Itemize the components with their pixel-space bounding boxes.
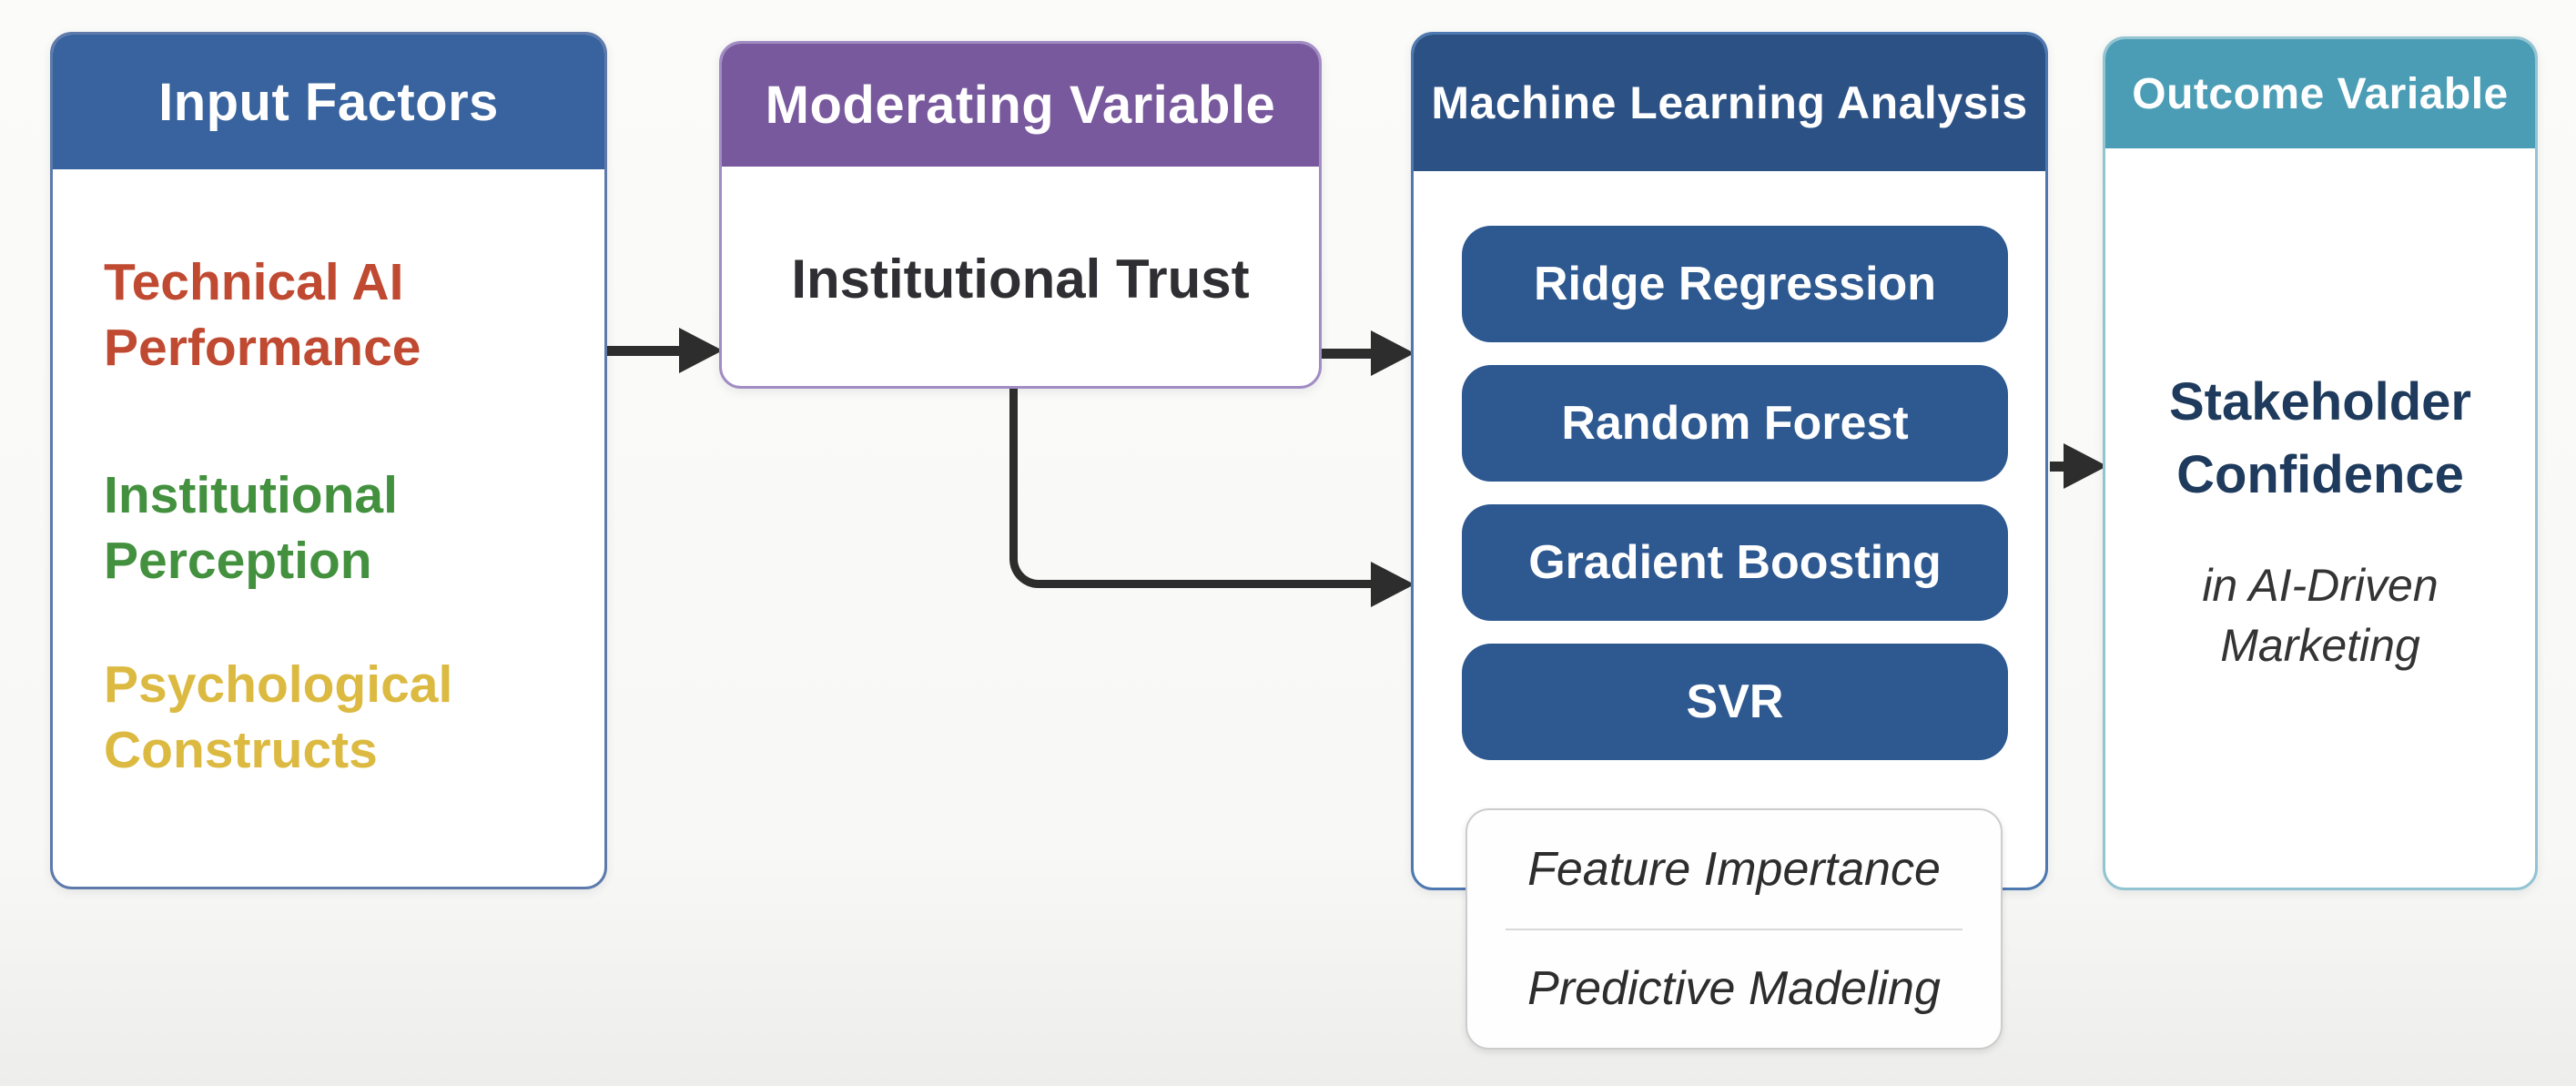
input-item-line: Technical AI — [104, 253, 404, 311]
outcome-body: Stakeholder Confidence in AI-Driven Mark… — [2105, 148, 2535, 888]
input-factors-header: Input Factors — [53, 35, 604, 169]
machine-learning-analysis-card: Machine Learning Analysis Ridge Regressi… — [1411, 32, 2048, 890]
input-item-line: Performance — [104, 319, 421, 377]
model-pill-svr: SVR — [1462, 644, 2008, 760]
model-pill-random-forest: Random Forest — [1462, 365, 2008, 482]
arrow-moderator-to-ml-head — [1371, 330, 1415, 376]
outcome-subtitle-line: Marketing — [2220, 620, 2420, 671]
ai-driven-marketing-subtitle: in AI-Driven Marketing — [2202, 555, 2438, 675]
institutional-trust-label: Institutional Trust — [791, 249, 1250, 310]
outcome-value-line: Confidence — [2176, 445, 2464, 504]
ml-output-feature-importance: Feature Impertance — [1527, 842, 1941, 896]
input-item-psychological-constructs: Psychological Constructs — [104, 652, 541, 783]
model-pill-ridge-regression: Ridge Regression — [1462, 226, 2008, 342]
arrow-input-to-moderator-head — [679, 328, 723, 373]
outcome-value-line: Stakeholder — [2169, 372, 2471, 431]
input-item-line: Perception — [104, 532, 372, 590]
arrow-input-to-moderator-line — [607, 346, 682, 356]
input-item-line: Constructs — [104, 721, 378, 779]
ml-output-predictive-modeling: Predictive Madeling — [1527, 962, 1941, 1016]
arrow-moderator-elbow-connector — [1009, 389, 1378, 588]
input-item-line: Institutional — [104, 466, 398, 524]
input-item-line: Psychological — [104, 655, 453, 714]
stakeholder-confidence-label: Stakeholder Confidence — [2169, 366, 2471, 512]
model-pill-gradient-boosting: Gradient Boosting — [1462, 504, 2008, 621]
machine-learning-analysis-header: Machine Learning Analysis — [1414, 35, 2045, 171]
input-factors-card: Input Factors Technical AI Performance I… — [50, 32, 607, 889]
arrow-ml-to-outcome-line — [2050, 462, 2066, 472]
outcome-subtitle-line: in AI-Driven — [2202, 560, 2439, 611]
moderating-variable-header: Moderating Variable — [722, 44, 1319, 167]
ml-outputs-card: Feature Impertance Predictive Madeling — [1465, 808, 2003, 1050]
input-item-institutional-perception: Institutional Perception — [104, 462, 541, 594]
ml-outputs-divider — [1506, 928, 1962, 930]
moderating-variable-card: Moderating Variable Institutional Trust — [719, 41, 1322, 389]
arrow-moderator-to-ml-line — [1322, 349, 1373, 359]
arrow-moderator-elbow-head — [1371, 562, 1415, 607]
outcome-variable-card: Outcome Variable Stakeholder Confidence … — [2103, 36, 2538, 890]
outcome-variable-header: Outcome Variable — [2105, 39, 2535, 148]
arrow-ml-to-outcome-head — [2064, 443, 2107, 489]
input-item-technical-ai-performance: Technical AI Performance — [104, 249, 541, 381]
